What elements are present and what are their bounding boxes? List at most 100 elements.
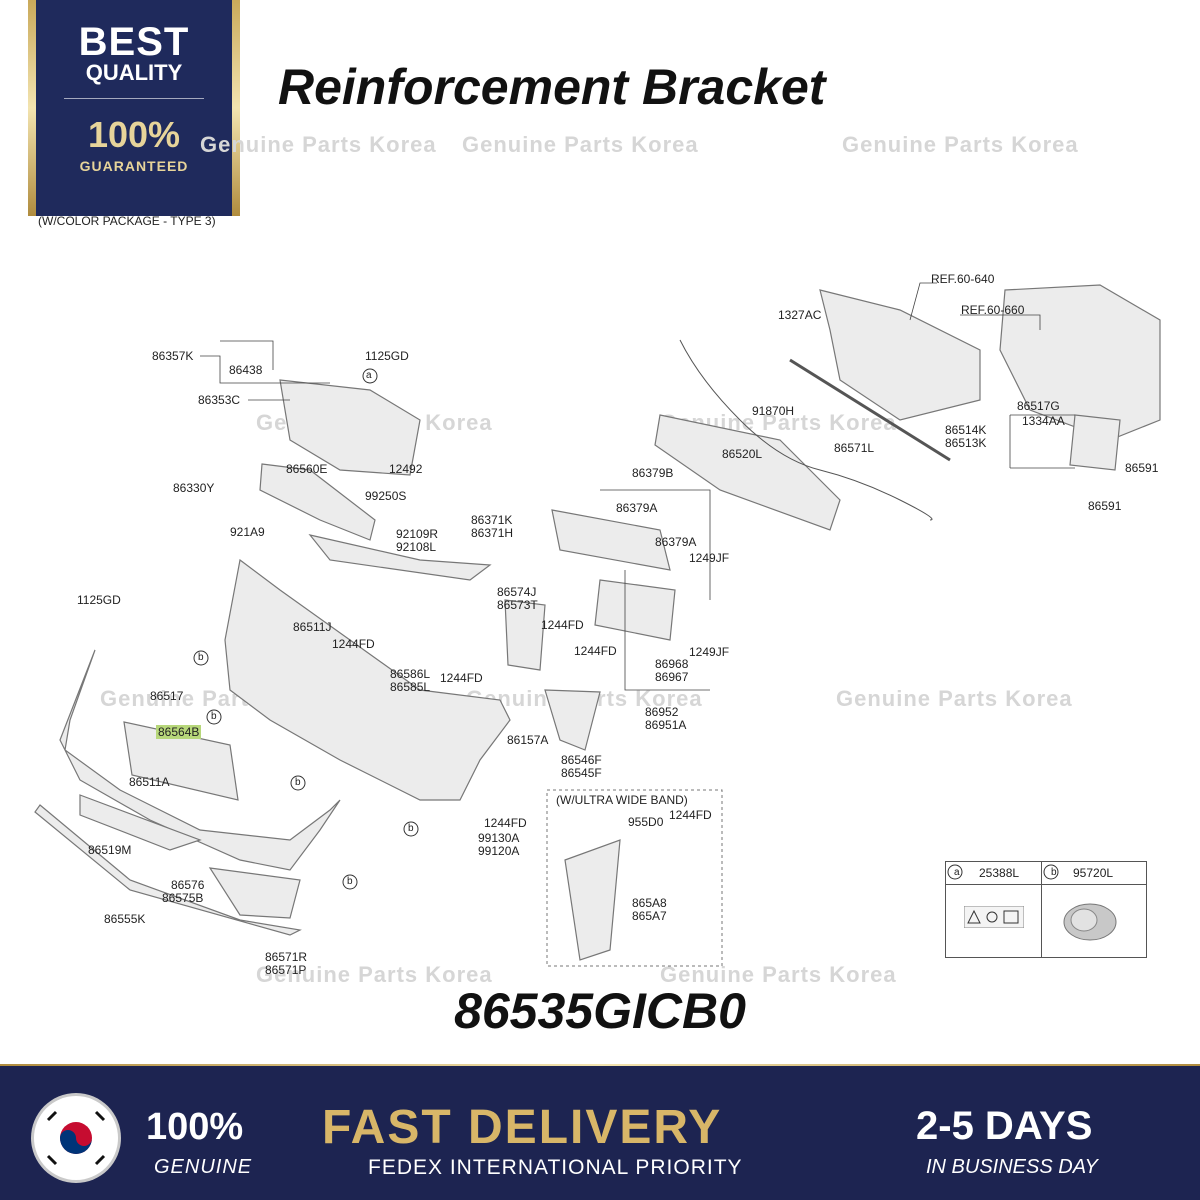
watermark: Genuine Parts Korea [200,132,437,157]
part-label: 86379A [616,501,658,515]
part-label: 86571L [834,441,875,455]
package-note: (W/COLOR PACKAGE - TYPE 3) [38,214,216,228]
side-bracket-part [504,599,546,671]
badge-stripe-right [232,0,240,216]
part-label: 86586L [390,667,431,681]
part-label: 1244FD [574,644,617,658]
legend-key-b: b [1051,867,1057,878]
parking-sensor-icon [1063,903,1117,941]
watermark: Genuine Parts Korea [462,132,699,157]
legend-divider [1041,862,1042,957]
part-label: 865A8 [632,896,667,910]
part-label: 86517 [150,689,184,703]
part-label: 86517G [1017,399,1060,413]
part-label: 86511J [293,620,332,634]
bumper-cover-part [224,558,511,801]
callout-b: b [211,711,217,722]
moulding-part [308,534,492,581]
part-label: 865A7 [632,909,667,923]
part-label: 86520L [722,447,763,461]
part-label: 99250S [365,489,407,503]
uwb-box-label: (W/ULTRA WIDE BAND) [556,793,688,807]
part-label: 1244FD [669,808,712,822]
uwb-bracket-part [564,839,621,961]
part-label: 955D0 [628,815,664,829]
fender-bracket-part [1069,414,1121,471]
wiring-harness [679,339,933,521]
lip-strip-part [34,804,302,936]
badge-divider [64,98,204,99]
part-label: 12492 [389,462,423,476]
part-label: 86560E [286,462,328,476]
lower-grille-part [79,794,202,851]
badge-best: BEST [78,20,190,64]
part-number: 86535GICB0 [454,983,746,1039]
quality-badge: BEST QUALITY 100% GUARANTEED [36,0,232,216]
part-label: REF.60-660 [961,303,1025,317]
part-label: 86545F [561,766,602,780]
part-label: 86571R [265,950,308,964]
skid-plate-part [208,867,301,919]
part-label: 86555K [104,912,146,926]
genuine-text: GENUINE [154,1156,253,1178]
product-title: Reinforcement Bracket [278,59,826,115]
part-label: 86519M [88,843,132,857]
legend-row-divider [946,884,1146,885]
part-label: 86573T [497,598,538,612]
part-label: 86951A [645,718,687,732]
watermark: Genuine Parts Korea [256,962,493,987]
lower-bumper-part [59,649,341,871]
korea-flag-icon [34,1096,118,1180]
guide-part [544,689,601,751]
delivery-days: 2-5 DAYS [916,1104,1093,1148]
part-label: 86591 [1125,461,1159,475]
part-label: 91870H [752,404,795,418]
part-label: 1334AA [1022,414,1065,428]
callout-b: b [347,876,353,887]
part-label: 1244FD [440,671,483,685]
part-label: 86371H [471,526,514,540]
part-label: 86576 [171,878,205,892]
callout-a: a [366,370,372,381]
legend-part-b: 95720L [1073,866,1114,880]
legend-box: a 25388L b 95720L [945,861,1147,958]
highlighted-part-label: 86564B [156,725,202,739]
part-label: 86574J [497,585,537,599]
part-label: 86546F [561,753,602,767]
part-label: 86968 [655,657,689,671]
part-label: 86513K [945,436,987,450]
part-label: 86157A [507,733,549,747]
legend-key-a: a [954,867,960,878]
part-label: 86575B [162,891,204,905]
legend-part-a: 25388L [979,866,1020,880]
fast-delivery-heading: FAST DELIVERY [322,1101,723,1154]
part-label: 92109R [396,527,439,541]
part-label: 1125GD [365,349,409,363]
badge-percent: 100% [87,114,181,155]
part-label: 86379A [655,535,697,549]
upper-beam-part [551,509,671,571]
part-label: 86591 [1088,499,1122,513]
warning-label-icon [964,906,1024,928]
cross-member [789,358,951,462]
badge-quality: QUALITY [85,60,183,85]
delivery-days-sub: IN BUSINESS DAY [926,1156,1098,1178]
genuine-percent: 100% [146,1106,244,1148]
part-label: 86379B [632,466,674,480]
grille-garnish-part [259,463,376,541]
part-label: 86952 [645,705,679,719]
radar-part [594,579,676,641]
watermark: Genuine Parts Korea [842,132,1079,157]
part-label: 1327AC [778,308,822,322]
part-label: 86514K [945,423,987,437]
part-label: 86438 [229,363,263,377]
part-label: 86357K [152,349,194,363]
part-label: 1244FD [332,637,375,651]
fedex-text: FEDEX INTERNATIONAL PRIORITY [368,1156,743,1179]
part-label: 92108L [396,540,437,554]
upper-cover-part [279,379,421,476]
part-label: 86330Y [173,481,215,495]
callout-b: b [198,652,204,663]
part-label: 1244FD [541,618,584,632]
